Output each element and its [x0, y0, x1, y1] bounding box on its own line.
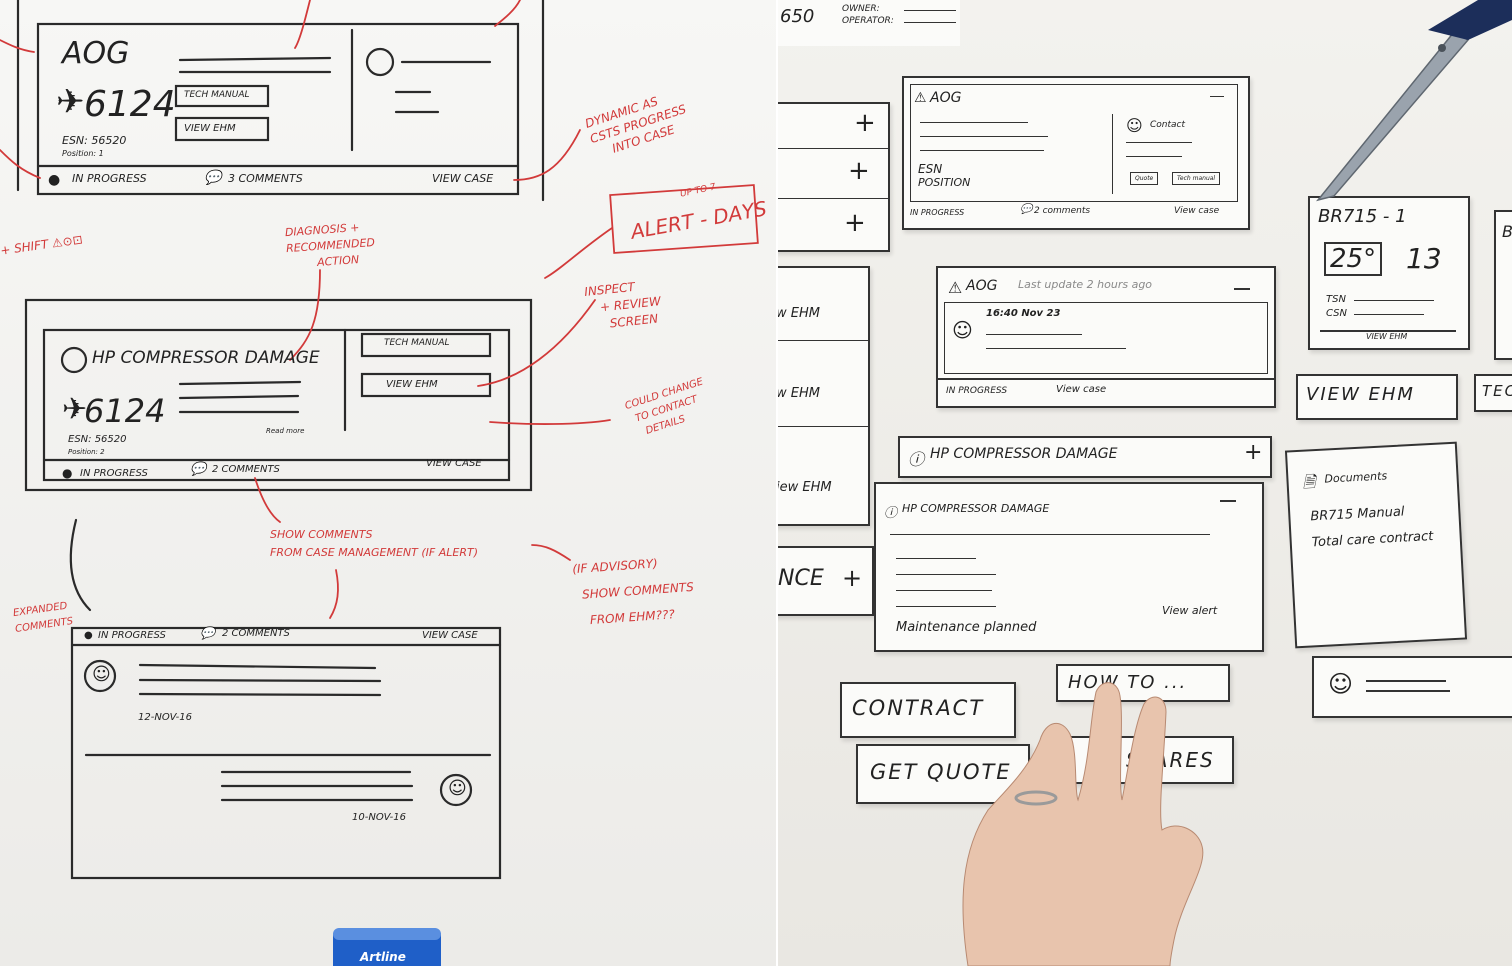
warning-icon: ⚠ — [914, 90, 927, 106]
ring — [1014, 790, 1058, 806]
photo-objects — [962, 0, 1512, 966]
alert-circle-icon: ⓘ — [884, 506, 898, 521]
avatar-icon: ☺ — [1328, 670, 1354, 698]
avatar-icon: ☺ — [448, 778, 467, 799]
status-dot-icon: ● — [84, 630, 93, 641]
avatar-icon: ☺ — [952, 318, 973, 342]
note-if-advisory: (IF ADVISORY) SHOW COMMENTS FROM EHM??? — [571, 556, 695, 628]
paper-prototype-photo: 650 OWNER: OPERATOR: + + + w EHM w EHM i… — [778, 0, 1512, 966]
middle-card-read-more: Read more — [266, 427, 305, 435]
br715-engine-card: BR715 - 1 25° 13 TSN CSN VIEW EHM — [1308, 196, 1470, 350]
contact-strip-card: ☺ — [1312, 656, 1512, 718]
avatar-icon: ☺ — [1126, 116, 1143, 135]
whiteboard-sketch-lines — [0, 0, 759, 966]
partial-engine-card: B — [1494, 210, 1512, 360]
middle-card-esn: ESN: 56520 — [68, 434, 127, 445]
top-card-aircraft: 6124 — [84, 84, 176, 125]
middle-card-status: IN PROGRESS — [80, 468, 148, 479]
middle-card-aircraft: 6124 — [84, 392, 166, 430]
note-inspect: INSPECT + REVIEW SCREEN — [583, 279, 662, 331]
photo-divider — [776, 0, 778, 966]
middle-card-view-case: VIEW CASE — [426, 458, 482, 469]
status-dot-icon: ● — [48, 172, 61, 188]
comment-icon: 💬 — [200, 626, 215, 640]
how-to-button[interactable]: HOW TO ... — [1056, 664, 1230, 702]
bottom-card-date-1: 12-NOV-16 — [138, 712, 192, 723]
plus-icon: + — [842, 564, 863, 592]
hand-photo — [962, 682, 1204, 966]
avatar-icon: ☺ — [92, 664, 111, 685]
bottom-card-date-2: 10-NOV-16 — [352, 812, 406, 823]
top-card-view-ehm: VIEW EHM — [184, 123, 236, 134]
hp-compressor-expanded-card: ⓘ HP COMPRESSOR DAMAGE Maintenance plann… — [874, 482, 1264, 652]
top-card-comments: 3 COMMENTS — [228, 172, 303, 185]
middle-card-title: HP COMPRESSOR DAMAGE — [92, 348, 320, 368]
view-ehm-button[interactable]: VIEW EHM — [1296, 374, 1458, 420]
comment-icon: 💬 — [204, 170, 222, 186]
aog-update-card: ⚠ AOG Last update 2 hours ago ☺ 16:40 No… — [936, 266, 1276, 408]
plane-icon: ✈ — [62, 392, 88, 427]
note-diagnosis: DIAGNOSIS + RECOMMENDED ACTION — [284, 220, 376, 269]
plane-icon: ✈ — [56, 82, 85, 122]
bottom-card-comments: 2 COMMENTS — [222, 628, 290, 639]
plus-icon: + — [848, 156, 870, 186]
top-card-view-case: VIEW CASE — [432, 172, 494, 185]
bottom-card-status: IN PROGRESS — [98, 630, 166, 641]
tech-button[interactable]: TECH — [1474, 374, 1512, 412]
top-card-esn: ESN: 56520 — [62, 134, 127, 147]
plus-icon: + — [1244, 440, 1263, 465]
status-dot-icon: ● — [62, 466, 73, 480]
comment-icon: 💬 — [190, 462, 207, 477]
plus-icon: + — [854, 108, 876, 138]
note-show-comments: SHOW COMMENTS FROM CASE MANAGEMENT (IF A… — [270, 528, 478, 559]
whiteboard-photo: AOG ✈ 6124 TECH MANUAL VIEW EHM ESN: 565… — [0, 0, 778, 966]
alert-circle-icon: ⓘ — [908, 450, 925, 469]
contract-button[interactable]: CONTRACT — [840, 682, 1016, 738]
top-card-tech-manual: TECH MANUAL — [184, 90, 250, 100]
bottom-card-view-case: VIEW CASE — [422, 630, 478, 641]
top-card-position: Position: 1 — [62, 149, 104, 158]
left-edge-card-plus: + + + — [778, 102, 890, 252]
top-card-alert: AOG — [62, 36, 130, 71]
plus-icon: + — [844, 208, 866, 238]
aog-card: ⚠ AOG ESN POSITION ☺ Contact Quote Tech … — [902, 76, 1250, 230]
scissors — [1316, 0, 1512, 202]
left-edge-ehm-card: w EHM w EHM iew EHM — [778, 266, 870, 526]
esn-label-card: 650 OWNER: OPERATOR: — [778, 0, 960, 46]
middle-card-position: Position: 2 — [68, 448, 105, 456]
left-edge-nce-card: NCE + — [778, 546, 874, 616]
top-card-status: IN PROGRESS — [72, 172, 147, 185]
get-quote-button[interactable]: GET QUOTE — [856, 744, 1030, 804]
middle-card-tech-manual: TECH MANUAL — [384, 338, 450, 348]
hp-compressor-collapsed-card: ⓘ HP COMPRESSOR DAMAGE + — [898, 436, 1272, 478]
comment-icon: 💬 — [1020, 204, 1033, 215]
middle-card-view-ehm: VIEW EHM — [386, 379, 438, 390]
middle-card-comments: 2 COMMENTS — [212, 464, 280, 475]
eraser-brand: Artline — [360, 950, 406, 964]
warning-icon: ⚠ — [948, 278, 963, 297]
